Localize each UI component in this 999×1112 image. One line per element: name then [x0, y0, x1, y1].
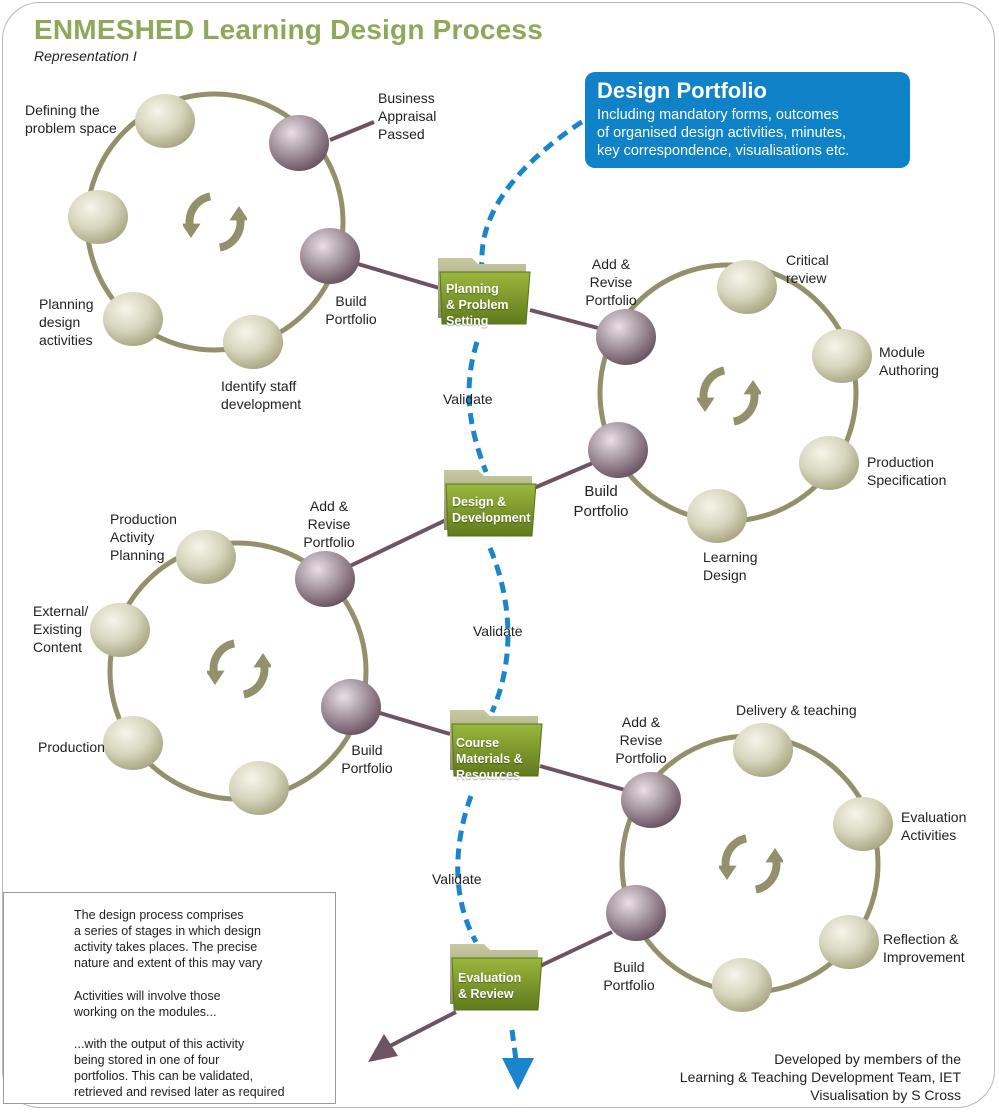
legend [3, 892, 336, 1104]
portfolio-node [300, 228, 360, 284]
activity-node [176, 530, 236, 584]
design-portfolio-line: of organised design activities, minutes, [597, 125, 847, 141]
connector [529, 308, 599, 330]
design-portfolio-line: key correspondence, visualisations etc. [597, 143, 850, 159]
cycle-planning [68, 91, 360, 369]
validate-label: Validate [473, 623, 523, 639]
activity-node [799, 436, 859, 490]
connector [389, 1010, 457, 1048]
cycle-design [588, 260, 872, 543]
cycle-icon [181, 196, 248, 247]
activity-node [687, 489, 747, 543]
activity-node [717, 260, 777, 314]
activity-node [103, 292, 163, 346]
label-production: Production [38, 739, 105, 755]
portfolio-node [295, 551, 355, 607]
cycle-icon [717, 838, 784, 889]
connector [349, 518, 447, 568]
connector [539, 764, 626, 792]
validate-label: Validate [443, 391, 493, 407]
connector [357, 262, 447, 292]
activity-node [229, 761, 289, 815]
activity-node [733, 723, 793, 777]
validate-path [487, 547, 511, 714]
portfolio-node [606, 885, 666, 941]
portfolio-node [321, 679, 381, 735]
connector [533, 460, 596, 490]
activity-node [833, 797, 893, 851]
design-portfolio-line: Including mandatory forms, outcomes [597, 107, 839, 123]
cycle-icon [695, 370, 762, 421]
activity-node [819, 915, 879, 969]
label-delivery-teaching: Delivery & teaching [736, 702, 857, 718]
validate-path [466, 341, 489, 473]
validate-path [455, 795, 479, 944]
design-portfolio-title: Design Portfolio [597, 78, 767, 103]
cycle-icon [205, 643, 272, 694]
activity-node [712, 958, 772, 1012]
page-subtitle: Representation I [34, 48, 137, 64]
activity-node [135, 94, 195, 148]
portfolio-node [596, 309, 656, 365]
page-title: ENMESHED Learning Design Process [34, 14, 543, 45]
connector-arrowhead [368, 1034, 398, 1062]
portfolio-node [269, 115, 329, 171]
validate-arrowhead [502, 1058, 534, 1090]
folder-evaluation-label: Evaluation& Review [458, 971, 522, 1001]
cycle-evaluation [606, 723, 893, 1012]
activity-node [68, 190, 128, 244]
design-portfolio-description: Including mandatory forms, outcomes of o… [597, 106, 898, 160]
cycle-materials [90, 530, 381, 815]
portfolio-node [588, 422, 648, 478]
connector [329, 120, 375, 142]
connector [379, 711, 451, 736]
activity-node [223, 315, 283, 369]
activity-node [103, 716, 163, 770]
activity-node [812, 329, 872, 383]
label-reflection-improvement: Reflection &Improvement [883, 931, 965, 965]
portfolio-node [621, 772, 681, 828]
connector [539, 930, 613, 968]
validate-path [477, 109, 599, 273]
design-portfolio-box: Design Portfolio Including mandatory for… [585, 72, 910, 168]
validate-path [509, 1029, 519, 1061]
folder-design-label: Design &Development [452, 495, 531, 525]
validate-label: Validate [432, 871, 482, 887]
activity-node [90, 603, 150, 657]
